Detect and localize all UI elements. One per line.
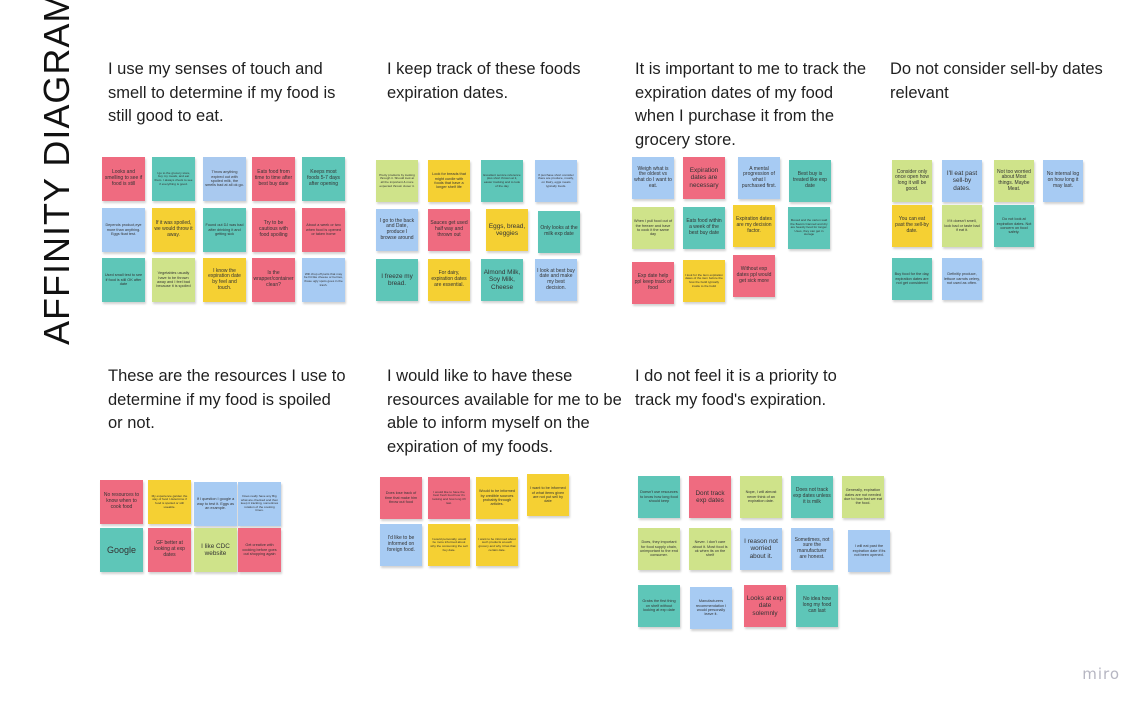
cluster-heading-would-like: I would like to have these resources ava… <box>387 367 622 456</box>
sticky-note[interactable]: Not too worried about Most things. Maybe… <box>994 160 1034 202</box>
sticky-note[interactable]: No resources to know when to cook food <box>100 480 143 524</box>
cluster-heading-track-foods: I keep track of these foods expiration d… <box>387 60 581 102</box>
sticky-note[interactable]: Dont track exp dates <box>689 476 731 518</box>
sticky-note[interactable]: Does, they important for food supply cha… <box>638 528 680 570</box>
sticky-note[interactable]: I look for the item expiration dates of … <box>683 260 725 302</box>
sticky-note[interactable]: Is the wrapper/container clean? <box>252 258 295 302</box>
sticky-note[interactable]: Doesn't use resources to know how long f… <box>638 476 680 518</box>
sticky-note[interactable]: Excellent service reference plus short t… <box>481 160 523 202</box>
sticky-note[interactable]: Consider only once open how long it will… <box>892 160 932 202</box>
sticky-note[interactable]: I want to be informed of what items give… <box>527 474 569 516</box>
sticky-note[interactable]: Pretty products by looking through it. S… <box>376 160 418 202</box>
sticky-note[interactable]: I like CDC website <box>194 528 237 572</box>
cluster-heading-senses: I use my senses of touch and smell to de… <box>108 60 336 125</box>
board-title-text: AFFINITY DIAGRAM <box>36 0 77 345</box>
sticky-note[interactable]: I know the expiration date by feel and t… <box>203 258 246 302</box>
sticky-note[interactable]: Eggs, bread, veggies <box>486 209 528 251</box>
sticky-note[interactable]: Without exp dates ppl would get sick mor… <box>733 255 775 297</box>
sticky-note[interactable]: I want to be informed about such product… <box>476 524 518 566</box>
sticky-note[interactable]: I go to the grocery store, buy my meals,… <box>152 157 195 201</box>
cluster-heading-not-priority: I do not feel it is a priority to track … <box>635 367 837 409</box>
sticky-note[interactable]: If it doesn't smell, look bad or taste b… <box>942 205 982 247</box>
sticky-note[interactable]: Look for breads that might curdle with f… <box>428 160 470 202</box>
sticky-note[interactable]: Vegetables usually have to be thrown awa… <box>152 258 195 302</box>
sticky-note[interactable]: Generally, expiration dates are not need… <box>842 476 884 518</box>
sticky-note[interactable]: GF better at looking at exp dates <box>148 528 191 572</box>
cluster-heading-resources: These are the resources I use to determi… <box>108 367 346 432</box>
sticky-note[interactable]: Do not look at expiration dates. Not con… <box>994 205 1034 247</box>
sticky-note[interactable]: I would personally, would be more inform… <box>428 524 470 566</box>
sticky-note[interactable]: Nope, I will almost never think of an ex… <box>740 476 782 518</box>
sticky-note[interactable]: Does really have any Big what are checke… <box>238 482 281 526</box>
sticky-note[interactable]: Does lose track of time that make him th… <box>380 477 422 519</box>
sticky-note[interactable]: Depends product,eye more than anything. … <box>102 208 145 252</box>
sticky-note[interactable]: Never. I don't care about it. Most food … <box>689 528 731 570</box>
sticky-note[interactable]: Manufacturers recommendation I would per… <box>690 587 732 629</box>
sticky-note[interactable]: Get creative with cooking before goes ou… <box>238 528 281 572</box>
sticky-note[interactable]: Grabs the first thing on shelf without l… <box>638 585 680 627</box>
cluster-heading-sellby: Do not consider sell-by dates relevant <box>890 60 1103 102</box>
cluster-heading-important-track: It is important to me to track the expir… <box>635 60 867 149</box>
sticky-note[interactable]: I'll eat past sell-by dates. <box>942 160 982 202</box>
sticky-note[interactable]: I'd like to be informed on foreign food. <box>380 524 422 566</box>
sticky-note[interactable]: If purchase short consider there are pro… <box>535 160 577 202</box>
sticky-note[interactable]: Looks and smelling to see if food is sti… <box>102 157 145 201</box>
sticky-note[interactable]: Best buy is treated like exp date <box>789 160 831 202</box>
sticky-note[interactable]: Eats food from time to time after best b… <box>252 157 295 201</box>
sticky-note[interactable]: Sauces get used half way and thrown out <box>428 209 470 251</box>
sticky-note[interactable]: When I pull food out of the freezer and … <box>632 207 674 249</box>
miro-logo: miro <box>1082 665 1120 683</box>
sticky-note[interactable]: About a week or two when food is opened … <box>302 208 345 252</box>
sticky-note[interactable]: Used small test to see if food is still … <box>102 258 145 302</box>
sticky-note[interactable]: Only looks at the milk exp date <box>538 211 580 253</box>
sticky-note[interactable]: I go to the back and Date, produce I bro… <box>376 209 418 251</box>
sticky-note[interactable]: If I question I google a way to test it.… <box>194 482 237 526</box>
sticky-note[interactable]: Expiration dates are my decision factor. <box>733 205 775 247</box>
sticky-note[interactable]: Definitly produce, lettuce carrots celer… <box>942 258 982 300</box>
sticky-note[interactable]: I reason not worried about it. <box>740 528 782 570</box>
sticky-note[interactable]: I would like to have the best fresh food… <box>428 477 470 519</box>
sticky-note[interactable]: Expiration dates are necessary <box>683 157 725 199</box>
sticky-note[interactable]: Throw anything expired out with spoiled … <box>203 157 246 201</box>
sticky-note[interactable]: No idea how long my food can last <box>796 585 838 627</box>
sticky-note[interactable]: Does not track exp dates unless it is mi… <box>791 476 833 518</box>
sticky-note[interactable]: No internal log on how long it may last. <box>1043 160 1083 202</box>
sticky-note[interactable]: I will eat past the expiration date if i… <box>848 530 890 572</box>
sticky-note[interactable]: Google <box>100 528 143 572</box>
sticky-note[interactable]: Looks at exp date solemnly <box>744 585 786 627</box>
sticky-note[interactable]: My experience garden the way of food I d… <box>148 480 191 524</box>
sticky-note[interactable]: Keeps most foods 5-7 days after opening <box>302 157 345 201</box>
sticky-note[interactable]: Moved and the carton said the flavors Ca… <box>788 207 830 249</box>
sticky-note[interactable]: If it was spoiled, we would throw it awa… <box>152 208 195 252</box>
sticky-note[interactable]: You can eat past the sell-by date. <box>892 205 932 247</box>
sticky-note[interactable]: I freeze my bread. <box>376 259 418 301</box>
sticky-note[interactable]: Almond Milk, Soy Milk, Cheese <box>481 259 523 301</box>
sticky-note[interactable]: A mental progression of what I purchased… <box>738 157 780 199</box>
sticky-note[interactable]: For dairy, expiration dates are essentia… <box>428 259 470 301</box>
sticky-note[interactable]: Buy food for the day, expiration dates a… <box>892 258 932 300</box>
sticky-note[interactable]: Sometimes, not sure the manufacturer are… <box>791 528 833 570</box>
sticky-note[interactable]: Eats food within a week of the best buy … <box>683 207 725 249</box>
sticky-note[interactable]: Would to be informed by credible sources… <box>476 477 518 519</box>
sticky-note[interactable]: I look at best buy date and make my best… <box>535 259 577 301</box>
sticky-note[interactable]: Weigh what is the oldest vs what do I wa… <box>632 157 674 199</box>
sticky-note[interactable]: Will chop off parts that may be hit like… <box>302 258 345 302</box>
sticky-note[interactable]: Try to be cautious with food spoiling <box>252 208 295 252</box>
sticky-note[interactable]: Found out DJ was bad after drinking it a… <box>203 208 246 252</box>
sticky-note[interactable]: Exp date help ppl keep track of food <box>632 262 674 304</box>
